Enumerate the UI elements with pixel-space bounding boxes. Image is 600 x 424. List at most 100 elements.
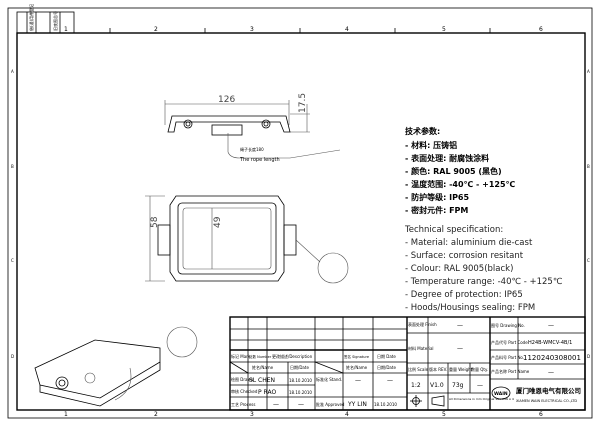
material-label: 材料 Material — [408, 345, 434, 351]
left-strip: 借(通)用件登记 旧底图总号 — [16, 4, 75, 34]
stand-name: — — [355, 377, 361, 384]
spec-en-item: - Material: aluminium die-cast — [405, 238, 533, 248]
part-code-value: H24B-WMCV-4B/1 — [528, 340, 572, 346]
finish-label: 表面处理 Finish — [408, 321, 437, 327]
rev-label: 版本 REV. — [429, 366, 447, 372]
drawing-no-value: — — [548, 322, 554, 329]
drawn-date: 18.10.2010 — [289, 378, 312, 383]
description-header: 更改描述/Description — [272, 353, 313, 359]
title-block: 标记 Mark 处数 Number 更改描述/Description 签名 Si… — [229, 316, 586, 411]
approved-name: YY LIN — [347, 401, 367, 408]
approved-date: 18.10.2010 — [374, 402, 397, 407]
company-logo: WAIN — [491, 386, 511, 400]
date-header: 日期 Date — [377, 353, 396, 359]
drawn-name: SL CHEN — [249, 377, 275, 384]
column-number: 5 — [442, 411, 446, 418]
spec-en-title: Technical specification: — [404, 225, 503, 235]
row-letter: A — [11, 69, 14, 74]
outer-dimension: 58 — [150, 216, 160, 228]
spec-en-item: - Colour: RAL 9005(black) — [405, 264, 513, 274]
dimensions-note: All Dimensions in mm Original Size DIN A… — [449, 397, 514, 401]
height-dimension: 17.5 — [298, 93, 308, 113]
column-number: 4 — [345, 26, 349, 33]
stand-date: — — [387, 377, 393, 384]
top-view: 58 49 — [145, 195, 349, 284]
checked-label: 审核 Checked — [231, 388, 258, 394]
outer-border — [7, 7, 593, 419]
drawing-no-label: 图号 Drawing No. — [491, 322, 525, 328]
mark-header: 标记 Mark — [231, 353, 251, 359]
spec-en-item: - Degree of protection: IP65 — [405, 290, 523, 300]
checked-date: 18.10.2010 — [289, 390, 312, 395]
process-name: — — [273, 401, 279, 408]
spec-en-item: - Hoods/Housings sealing: FPM — [405, 303, 535, 313]
svg-text:WAIN: WAIN — [494, 391, 508, 397]
weight-value: 73g — [452, 382, 464, 389]
row-letter: A — [587, 69, 590, 74]
part-no-value: 1120240308001 — [523, 354, 581, 362]
finish-value: — — [457, 322, 463, 329]
process-date: — — [298, 401, 304, 408]
scale-label: 比例 Scale — [408, 366, 429, 372]
spec-en-item: - Temperature range: -40℃ - +125℃ — [405, 277, 563, 287]
column-number: 5 — [442, 26, 446, 33]
name-header: 姓名/Name — [346, 364, 368, 370]
spec-cn-item: - 温度范围: -40℃ - +125℃ — [405, 179, 516, 189]
column-number: 3 — [250, 411, 254, 418]
column-number: 4 — [345, 411, 349, 418]
spec-cn-item: - 防护等级: IP65 — [405, 192, 469, 202]
spec-cn-item: - 材料: 压铸铝 — [405, 140, 457, 150]
isometric-view — [34, 326, 198, 407]
process-label: 工艺 Process — [231, 402, 255, 407]
row-letter: D — [587, 354, 590, 359]
date-header: 日期/Date — [377, 364, 396, 370]
column-markers: 1 2 3 4 5 6 1 2 3 4 5 6 A B C D A B C D — [11, 26, 590, 418]
row-letter: D — [11, 354, 14, 359]
name-header: 姓名/Name — [252, 364, 274, 370]
column-number: 6 — [539, 26, 543, 33]
spec-en-item: - Surface: corrosion resitant — [405, 251, 524, 261]
column-number: 1 — [64, 26, 68, 33]
row-letter: B — [11, 164, 14, 169]
drawn-label: 绘图 Drawn — [231, 376, 254, 382]
spec-cn-item: - 颜色: RAL 9005 (黑色) — [405, 166, 502, 176]
column-number: 2 — [154, 26, 158, 33]
spec-cn-title: 技术参数: — [405, 126, 440, 136]
rev-value: V1.0 — [430, 382, 444, 389]
scale-value: 1:2 — [411, 382, 421, 389]
checked-name: P RAO — [258, 389, 276, 396]
stand-label: 标准化 Stand. — [316, 376, 342, 382]
qty-label: 数量 Qty. — [471, 366, 488, 372]
weight-label: 重量 Weight — [449, 366, 473, 372]
inner-dimension: 49 — [213, 216, 223, 228]
projection-symbol-icon — [410, 395, 445, 407]
column-number: 3 — [250, 26, 254, 33]
side-view: 126 17.5 绳子长度180 The rope length — [164, 93, 341, 163]
spec-cn-item: - 表面处理: 耐腐蚀涂料 — [405, 153, 489, 163]
column-number: 2 — [154, 411, 158, 418]
corner-label: 借(通)用件登记 — [28, 4, 34, 31]
material-value: — — [457, 345, 463, 352]
approved-label: 批准 Approved — [316, 401, 345, 407]
qty-value: — — [477, 382, 483, 389]
port-name-value: — — [548, 369, 554, 376]
column-number: 1 — [64, 411, 68, 418]
row-letter: B — [587, 164, 590, 169]
rope-length-cn: 绳子长度180 — [240, 146, 264, 152]
row-letter: C — [11, 258, 14, 263]
date-header: 日期/Date — [290, 364, 309, 370]
company-name-cn: 厦门唯恩电气有限公司 — [516, 386, 581, 395]
spec-cn-item: - 密封元件: FPM — [405, 205, 468, 215]
column-number: 6 — [539, 411, 543, 418]
port-name-label: 产品名称 Port Name — [491, 368, 530, 374]
technical-spec-cn: 技术参数: - 材料: 压铸铝 - 表面处理: 耐腐蚀涂料 - 颜色: RAL … — [405, 126, 516, 215]
corner-label: 旧底图总号 — [52, 11, 58, 31]
row-letter: C — [587, 258, 590, 263]
part-no-label: 产品料号 Part No. — [491, 354, 524, 360]
width-dimension: 126 — [218, 95, 235, 105]
company-name-en: XIAMEN WAIN ELECTRICAL CO.,LTD — [516, 399, 577, 403]
rope-length-en: The rope length — [239, 157, 280, 163]
part-code-label: 产品代号 Part Code — [491, 339, 528, 345]
technical-spec-en: Technical specification: - Material: alu… — [404, 225, 563, 313]
